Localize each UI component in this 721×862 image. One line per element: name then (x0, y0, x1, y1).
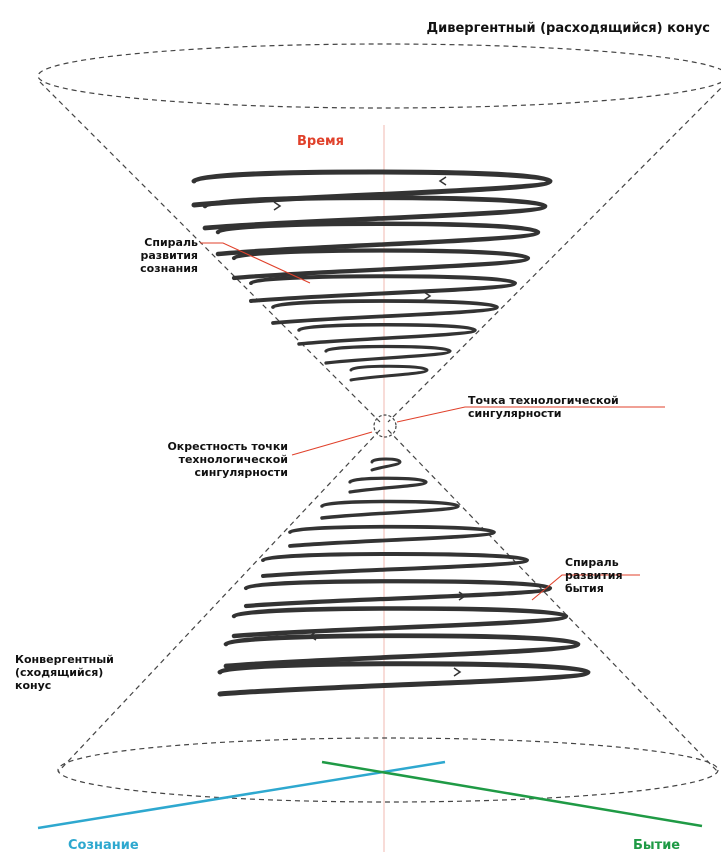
convergent-cone-line-1: Конвергентный (15, 653, 114, 666)
spiral-being-line-3: бытия (565, 582, 623, 595)
spiral-ring (273, 301, 497, 323)
singularity-vicinity-line-2: технологической (110, 453, 288, 466)
spiral-being-label: Спираль развития бытия (565, 556, 623, 595)
cone-edge-right-bottom (388, 430, 718, 772)
divergent-cone-label: Дивергентный (расходящийся) конус (427, 21, 710, 36)
spiral-arrowhead (454, 668, 460, 676)
singularity-point-line-2: сингулярности (468, 407, 619, 420)
spiral-being-line-2: развития (565, 569, 623, 582)
spiral-ring (234, 609, 566, 637)
spiral-consciousness-line-3: сознания (100, 262, 198, 275)
spiral-ring (246, 581, 550, 606)
spiral-ring (263, 554, 527, 576)
spiral-ring (220, 664, 588, 694)
convergent-cone-label: Конвергентный (сходящийся) конус (15, 653, 114, 692)
singularity-circle (374, 415, 396, 437)
consciousness-spiral (194, 172, 550, 380)
spiral-consciousness-line-2: развития (100, 249, 198, 262)
spiral-consciousness-label: Спираль развития сознания (100, 236, 198, 275)
spiral-ring (251, 276, 515, 301)
being-label: Бытие (633, 838, 680, 853)
singularity-vicinity-line-3: сингулярности (110, 466, 288, 479)
spiral-ring (234, 251, 528, 279)
singularity-point-line-1: Точка технологической (468, 394, 619, 407)
spiral-ring (351, 366, 427, 380)
being-axis (322, 762, 702, 826)
spiral-ring (326, 347, 450, 364)
spiral-consciousness-line-1: Спираль (100, 236, 198, 249)
spiral-ring (322, 502, 458, 519)
singularity-vicinity-line-1: Окрестность точки (110, 440, 288, 453)
spiral-ring (372, 459, 400, 470)
cone-outline (38, 44, 721, 802)
spiral-ring (299, 325, 475, 344)
pointer-lines (200, 243, 665, 600)
convergent-cone-line-2: (сходящийся) (15, 666, 114, 679)
being-spiral (220, 459, 588, 694)
spiral-arrowhead (274, 202, 280, 210)
consciousness-label: Сознание (68, 838, 139, 853)
singularity-vicinity-label: Окрестность точки технологической сингул… (110, 440, 288, 479)
singularity-point-label: Точка технологической сингулярности (468, 394, 619, 420)
spiral-being-line-1: Спираль (565, 556, 623, 569)
top-cone-ellipse (38, 44, 721, 108)
spiral-ring (350, 478, 426, 492)
spiral-arrowhead (424, 292, 430, 300)
time-label: Время (297, 134, 344, 149)
spiral-ring (290, 527, 494, 546)
spiral-arrowhead (440, 177, 446, 185)
convergent-cone-line-3: конус (15, 679, 114, 692)
